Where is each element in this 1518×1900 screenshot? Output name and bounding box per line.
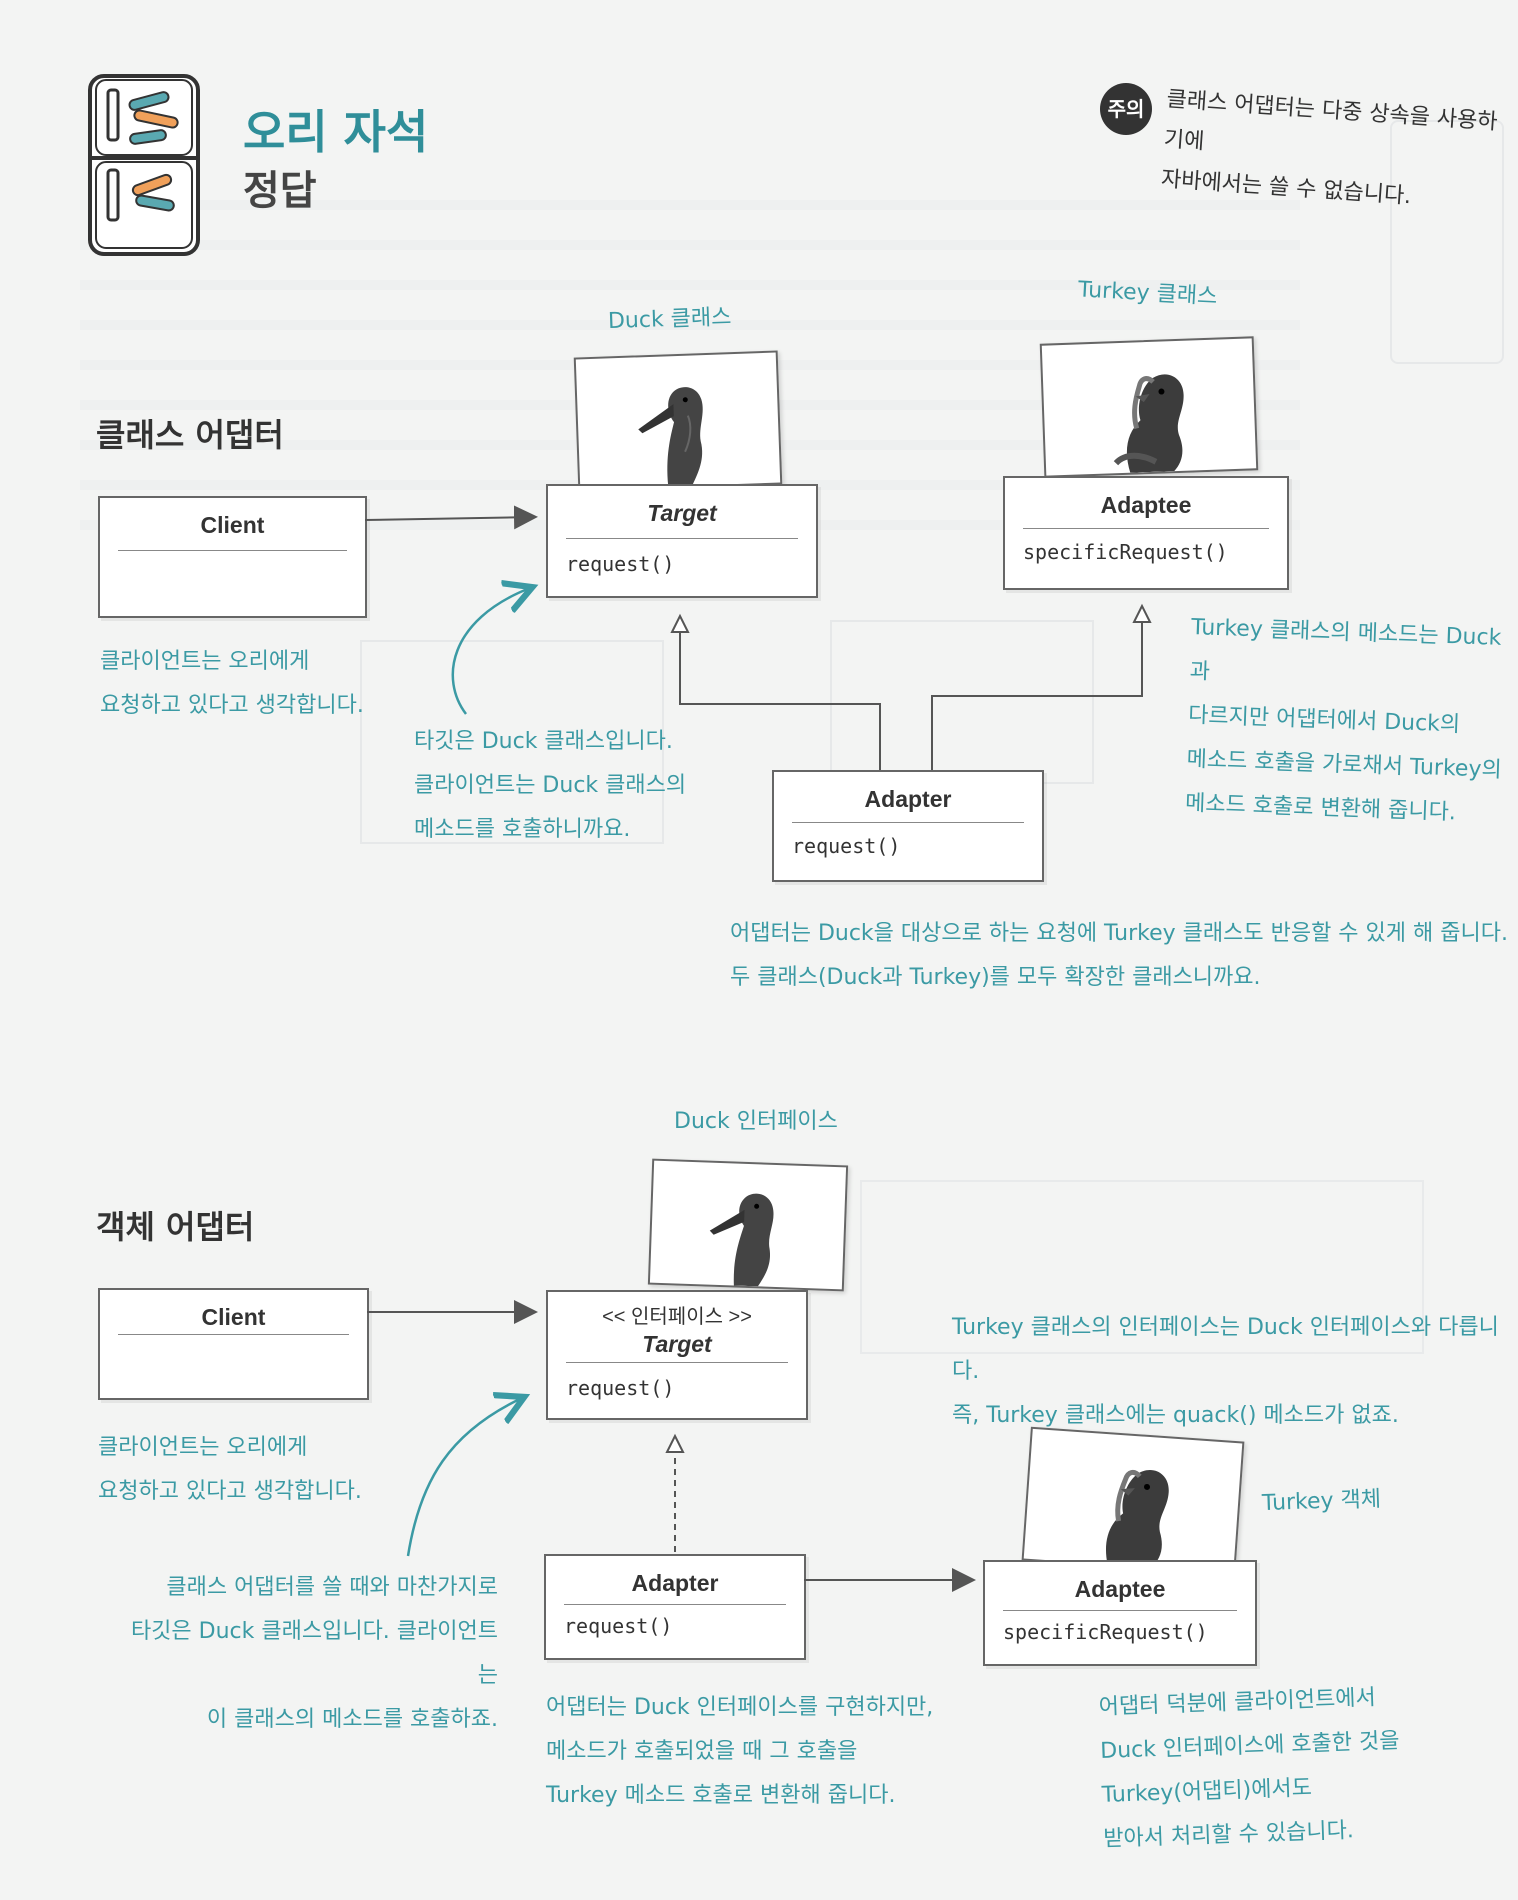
fridge-icon xyxy=(84,70,204,260)
target-interface-box: << 인터페이스 >> Target request() xyxy=(546,1290,808,1420)
target-inheritance-arrowhead xyxy=(670,613,690,633)
turkey-photo xyxy=(1021,1426,1245,1576)
adaptee-inheritance-arrowhead xyxy=(1132,603,1152,623)
adapter-to-target-inheritance xyxy=(679,628,881,770)
client-class-divider xyxy=(118,1334,349,1335)
object-adapter-note-line-2: 메소드가 호출되었을 때 그 호출을 xyxy=(546,1739,858,1764)
client-class-divider xyxy=(118,550,347,551)
turkey-photo xyxy=(1039,336,1259,478)
client-class-name: Client xyxy=(201,1304,266,1330)
bleed-through-block-2 xyxy=(360,640,664,844)
client-class-box: Client xyxy=(98,496,367,618)
object-target-note-line-1: 클래스 어댑터를 쓸 때와 마찬가지로 xyxy=(166,1575,498,1600)
class-adapter-heading: 클래스 어댑터 xyxy=(96,416,284,454)
target-class-name: Target xyxy=(647,500,717,526)
adapter-request-method: request() xyxy=(792,834,901,858)
duck-interface-caption: Duck 인터페이스 xyxy=(674,1109,838,1134)
class-target-note-line-2: 클라이언트는 Duck 클래스의 xyxy=(414,773,687,798)
adaptee-class-name: Adaptee xyxy=(1074,1576,1166,1602)
object-adapter-heading: 객체 어댑터 xyxy=(96,1208,255,1246)
adapter-class-name: Adapter xyxy=(864,786,952,812)
object-target-note: 클래스 어댑터를 쓸 때와 마찬가지로 타깃은 Duck 클래스입니다. 클라이… xyxy=(128,1566,498,1742)
interface-realization-arrowhead xyxy=(665,1433,685,1453)
object-interface-note-line-1: Turkey 클래스의 인터페이스는 Duck 인터페이스와 다릅니다. xyxy=(952,1315,1499,1384)
object-adapter-note-line-3: Turkey 메소드 호출로 변환해 줍니다. xyxy=(546,1783,896,1808)
class-target-note: 타깃은 Duck 클래스입니다. 클라이언트는 Duck 클래스의 메소드를 호… xyxy=(414,720,686,852)
interface-stereotype: << 인터페이스 >> xyxy=(602,1306,752,1328)
adapter-request-method: request() xyxy=(564,1614,673,1638)
client-to-target-association xyxy=(364,505,538,530)
object-adapter-note-line-1: 어댑터는 Duck 인터페이스를 구현하지만, xyxy=(546,1695,934,1720)
adapter-class-box: Adapter request() xyxy=(544,1554,806,1660)
bleed-through-block-5 xyxy=(1390,120,1504,364)
target-interface-divider xyxy=(566,1362,788,1363)
adapter-class-name: Adapter xyxy=(631,1570,719,1596)
class-target-note-line-3: 메소드를 호출하니까요. xyxy=(414,817,631,842)
target-request-method: request() xyxy=(566,1376,675,1400)
class-client-note-line-2: 요청하고 있다고 생각합니다. xyxy=(100,693,364,718)
adapter-class-divider xyxy=(564,1604,786,1605)
adaptee-class-divider xyxy=(1023,528,1269,529)
object-client-note-line-1: 클라이언트는 오리에게 xyxy=(98,1435,308,1460)
adapter-to-adaptee-inheritance xyxy=(931,620,1143,770)
adapter-class-divider xyxy=(792,822,1024,823)
target-class-box: Target request() xyxy=(546,484,818,598)
adaptee-class-name: Adaptee xyxy=(1100,492,1192,518)
object-note-pointer xyxy=(406,1398,522,1557)
client-class-box: Client xyxy=(98,1288,369,1400)
class-adapter-note: 어댑터는 Duck을 대상으로 하는 요청에 Turkey 클래스도 반응할 수… xyxy=(730,912,1508,1000)
page-title: 오리 자석 xyxy=(243,105,429,159)
class-target-note-line-1: 타깃은 Duck 클래스입니다. xyxy=(414,729,673,754)
adaptee-class-box: Adaptee specificRequest() xyxy=(983,1560,1257,1666)
object-adapter-note: 어댑터는 Duck 인터페이스를 구현하지만, 메소드가 호출되었을 때 그 호… xyxy=(546,1686,933,1818)
target-class-divider xyxy=(566,538,798,539)
duck-photo xyxy=(573,350,783,492)
class-client-note: 클라이언트는 오리에게 요청하고 있다고 생각합니다. xyxy=(100,640,364,728)
object-target-note-line-2: 타깃은 Duck 클래스입니다. 클라이언트는 xyxy=(130,1619,498,1688)
class-client-note-line-1: 클라이언트는 오리에게 xyxy=(100,649,310,674)
adaptee-class-divider xyxy=(1003,1610,1237,1611)
object-client-note-line-2: 요청하고 있다고 생각합니다. xyxy=(98,1479,362,1504)
adaptee-specific-request-method: specificRequest() xyxy=(1003,1620,1208,1644)
client-class-name: Client xyxy=(200,512,265,538)
target-interface-name: Target xyxy=(642,1331,712,1357)
target-request-method: request() xyxy=(566,552,675,576)
duck-photo xyxy=(647,1158,849,1292)
object-interface-note-line-2: 즉, Turkey 클래스에는 quack() 메소드가 없죠. xyxy=(952,1403,1399,1428)
adapter-class-box: Adapter request() xyxy=(772,770,1044,882)
adaptee-class-box: Adaptee specificRequest() xyxy=(1003,476,1289,590)
page-subtitle: 정답 xyxy=(243,168,317,214)
object-interface-note: Turkey 클래스의 인터페이스는 Duck 인터페이스와 다릅니다. 즉, … xyxy=(952,1306,1518,1438)
note-badge: 주의 xyxy=(1100,83,1152,135)
adaptee-specific-request-method: specificRequest() xyxy=(1023,540,1228,564)
class-adapter-note-line-1: 어댑터는 Duck을 대상으로 하는 요청에 Turkey 클래스도 반응할 수… xyxy=(730,921,1508,946)
object-client-note: 클라이언트는 오리에게 요청하고 있다고 생각합니다. xyxy=(98,1426,362,1514)
bleed-through-block-4 xyxy=(860,1180,1424,1354)
object-target-note-line-3: 이 클래스의 메소드를 호출하죠. xyxy=(206,1707,498,1732)
class-note-pointer xyxy=(451,588,530,715)
class-adapter-note-line-2: 두 클래스(Duck과 Turkey)를 모두 확장한 클래스니까요. xyxy=(730,965,1261,990)
